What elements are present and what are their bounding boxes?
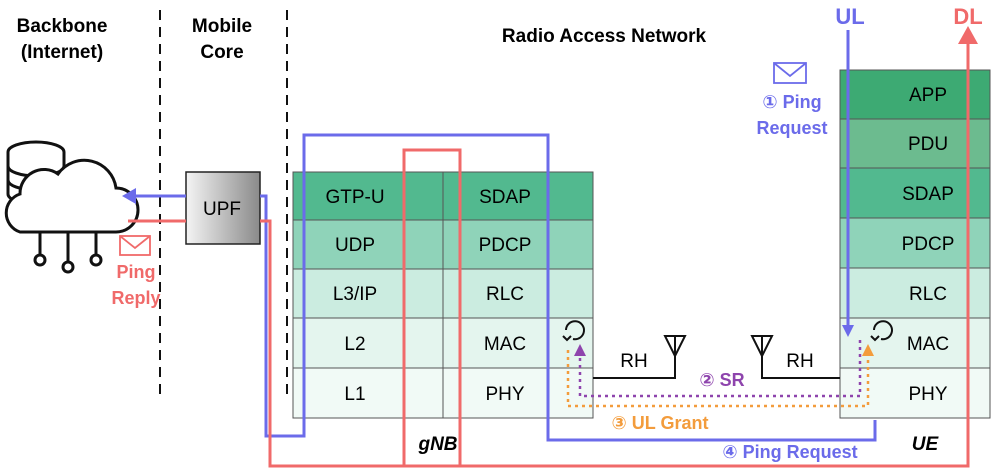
cloud-server-icon [4,140,140,274]
gnb-stack [292,171,594,419]
ul-arrowhead-mac [842,325,854,337]
ul-label: UL [835,4,864,29]
step2-label: ② SR [699,370,744,390]
dl-arrowhead [958,26,978,44]
ue-loop-arrow-icon [870,335,880,342]
gnb-label: gNB [417,434,457,455]
gnb-layer-phy: PHY [485,384,524,405]
core-label-2: Core [200,42,243,63]
step4-label: ④ Ping Request [722,442,857,462]
ul-ping-request-path [260,133,877,442]
gnb-loop-arrow-icon [562,335,572,342]
ue-layer-pdcp: PDCP [902,234,955,255]
step1-label-2: Request [756,118,827,138]
gnb-layer-gtpu: GTP-U [325,187,384,208]
ping-reply-envelope-icon [119,235,151,256]
ping-reply-label-2: Reply [111,288,160,308]
backbone-label-2: (Internet) [21,42,103,63]
ue-loop-icon [873,320,893,341]
step3-label: ③ UL Grant [612,413,709,433]
gnb-layer-l1: L1 [344,384,365,405]
rh-label-ue: RH [786,351,813,372]
gnb-layer-l3ip: L3/IP [333,284,377,305]
ue-layer-app: APP [909,85,947,106]
core-label-1: Mobile [192,16,252,37]
gnb-layer-l2: L2 [344,334,365,355]
rh-label-gnb: RH [620,351,647,372]
upf-box [185,171,261,245]
ul-grant-path [566,350,870,408]
ran-label: Radio Access Network [502,26,707,47]
gnb-loop-icon [565,320,585,341]
gnb-layer-udp: UDP [335,235,375,256]
ul-grant-arrowhead [862,344,874,356]
gnb-layer-mac: MAC [484,334,526,355]
ue-layer-phy: PHY [908,384,947,405]
sr-arrowhead [574,344,586,356]
rh-link-ue [750,335,840,379]
step1-label-1: ① Ping [762,92,821,112]
ue-layer-rlc: RLC [909,284,947,305]
ue-layer-mac: MAC [907,334,949,355]
gnb-layer-rlc: RLC [486,284,524,305]
ue-layer-sdap: SDAP [902,184,954,205]
ue-stack [839,69,991,419]
gnb-layer-pdcp: PDCP [479,235,532,256]
dl-label: DL [953,4,982,29]
ul-arrowhead-internet [122,188,136,204]
upf-label: UPF [203,199,241,220]
backbone-label-1: Backbone [17,16,108,37]
ping-reply-label-1: Ping [117,262,156,282]
sr-path [578,340,862,398]
ping-request-envelope-icon [773,62,807,84]
ue-layer-pdu: PDU [908,134,948,155]
dl-gnb-path-b [404,148,462,466]
rh-link-gnb [593,335,687,379]
dl-ping-reply-path [260,40,970,468]
gnb-layer-sdap: SDAP [479,187,531,208]
ue-label: UE [912,434,940,455]
